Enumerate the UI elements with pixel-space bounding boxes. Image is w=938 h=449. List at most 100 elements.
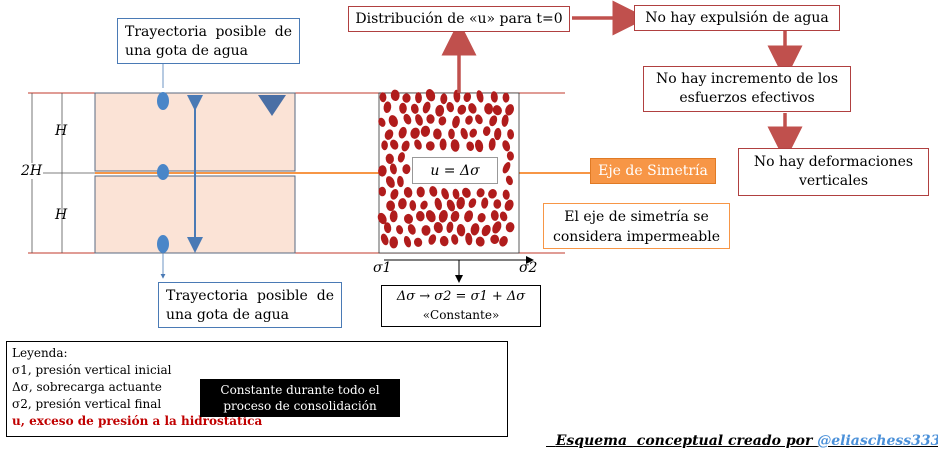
pressure-blob: [385, 176, 395, 188]
water-drop-bottom: [157, 235, 169, 253]
pressure-blob: [428, 234, 437, 245]
pressure-blob: [384, 129, 394, 140]
pressure-blob: [470, 223, 480, 236]
pressure-blob: [484, 103, 494, 115]
pressure-blob: [415, 114, 423, 126]
pressure-blob: [413, 237, 423, 247]
no-incremento-label: No hay incremento de los esfuerzos efect…: [655, 71, 839, 106]
pressure-blob: [388, 115, 398, 128]
drop-top-label: Trayectoria posible de una gota de agua: [125, 24, 292, 59]
legend-item-sigma2: σ2, presión vertical final: [12, 397, 162, 411]
pressure-blob: [401, 140, 410, 152]
dim-2H-label: 2H: [20, 163, 44, 179]
pressure-blob: [457, 104, 467, 115]
pressure-blob: [383, 222, 392, 234]
pressure-blob: [425, 89, 436, 102]
pressure-blob: [378, 186, 387, 197]
pressure-blob: [475, 236, 485, 247]
pressure-blob: [429, 186, 438, 197]
pressure-blob: [389, 236, 399, 249]
pressure-blob: [390, 188, 399, 200]
pressure-blob: [507, 129, 515, 140]
pressure-blob: [477, 213, 486, 223]
pressure-blob: [385, 153, 394, 164]
eje-label: Eje de Simetría: [598, 163, 708, 179]
pressure-blob: [468, 103, 477, 114]
credit-text: Esquema conceptual creado por @eliasches…: [546, 417, 938, 449]
pressure-blob: [402, 93, 411, 103]
pressure-blob: [403, 213, 414, 224]
formula-line1: Δσ → σ2 = σ1 + Δσ: [396, 289, 526, 304]
pressure-blob: [481, 197, 489, 209]
pressure-blob: [505, 175, 513, 186]
water-drop-middle: [157, 164, 169, 180]
pressure-blob: [397, 152, 405, 163]
pressure-blob: [482, 126, 491, 136]
pressure-blob: [465, 232, 473, 246]
no-expulsion-box: No hay expulsión de agua: [634, 5, 840, 31]
pressure-blob: [476, 188, 485, 198]
pressure-blob: [450, 139, 460, 152]
pressure-blob: [389, 210, 398, 223]
formula-box: Δσ → σ2 = σ1 + Δσ «Constante»: [381, 285, 541, 327]
pressure-blob: [440, 93, 448, 105]
u-equals-box: u = Δσ: [412, 157, 498, 184]
pressure-blob: [399, 102, 407, 114]
pressure-blob: [407, 224, 416, 235]
no-deformaciones-box: No hay deformaciones verticales: [738, 148, 929, 196]
pressure-blob: [402, 164, 411, 175]
no-deformaciones-label: No hay deformaciones verticales: [753, 154, 914, 189]
pressure-blob: [420, 125, 431, 137]
pressure-blob: [433, 128, 442, 140]
dim-H-top-label: H: [55, 123, 68, 139]
pressure-blob: [446, 221, 454, 233]
pressure-blob: [452, 188, 460, 200]
pressure-blob: [433, 222, 443, 234]
pressure-blob: [465, 115, 473, 125]
pressure-blob: [377, 212, 387, 225]
pressure-blob: [398, 126, 407, 139]
pressure-blob: [489, 115, 498, 127]
pressure-blob: [396, 225, 404, 235]
pressure-blob: [383, 101, 392, 113]
pressure-blob: [439, 138, 447, 151]
pressure-blob: [403, 235, 412, 248]
pressure-blob: [434, 197, 442, 211]
pressure-blob: [505, 222, 515, 233]
pressure-blob: [481, 224, 491, 237]
pressure-blob: [439, 235, 449, 247]
pressure-blob: [416, 186, 425, 198]
pressure-blob: [475, 114, 483, 125]
pressure-blob: [415, 92, 422, 104]
pressure-blob: [420, 200, 428, 210]
pressure-blob: [425, 210, 436, 223]
pressure-blob: [410, 103, 419, 114]
no-expulsion-label: No hay expulsión de agua: [645, 9, 829, 26]
pressure-blob: [456, 196, 465, 210]
sigma1-label: σ1: [373, 260, 392, 276]
dist-label: Distribución de «u» para t=0: [355, 10, 563, 27]
pressure-blob: [438, 116, 447, 126]
pressure-blob: [460, 127, 468, 140]
pressure-blob: [378, 117, 386, 127]
no-incremento-box: No hay incremento de los esfuerzos efect…: [643, 66, 851, 112]
pressure-blob: [504, 199, 514, 211]
pressure-blob: [422, 101, 431, 114]
credit-handle-link[interactable]: @eliaschess333: [817, 433, 938, 449]
dim-H-bottom-label: H: [55, 207, 68, 223]
pressure-blob: [446, 101, 455, 113]
pressure-blobs: [377, 89, 515, 249]
pressure-blob: [409, 200, 417, 211]
pressure-blob: [469, 128, 477, 138]
pressure-blob: [490, 234, 500, 244]
pressure-blob: [493, 199, 502, 209]
pressure-blob: [492, 105, 502, 116]
water-drop-top: [157, 92, 169, 110]
pressure-blob: [502, 92, 510, 103]
pressure-blob: [506, 151, 514, 161]
pressure-blob: [403, 113, 412, 125]
pressure-blob: [446, 199, 456, 212]
pressure-blob: [474, 139, 484, 153]
distribution-box: Distribución de «u» para t=0: [348, 6, 570, 32]
credit-prefix: Esquema conceptual creado por: [555, 433, 818, 449]
